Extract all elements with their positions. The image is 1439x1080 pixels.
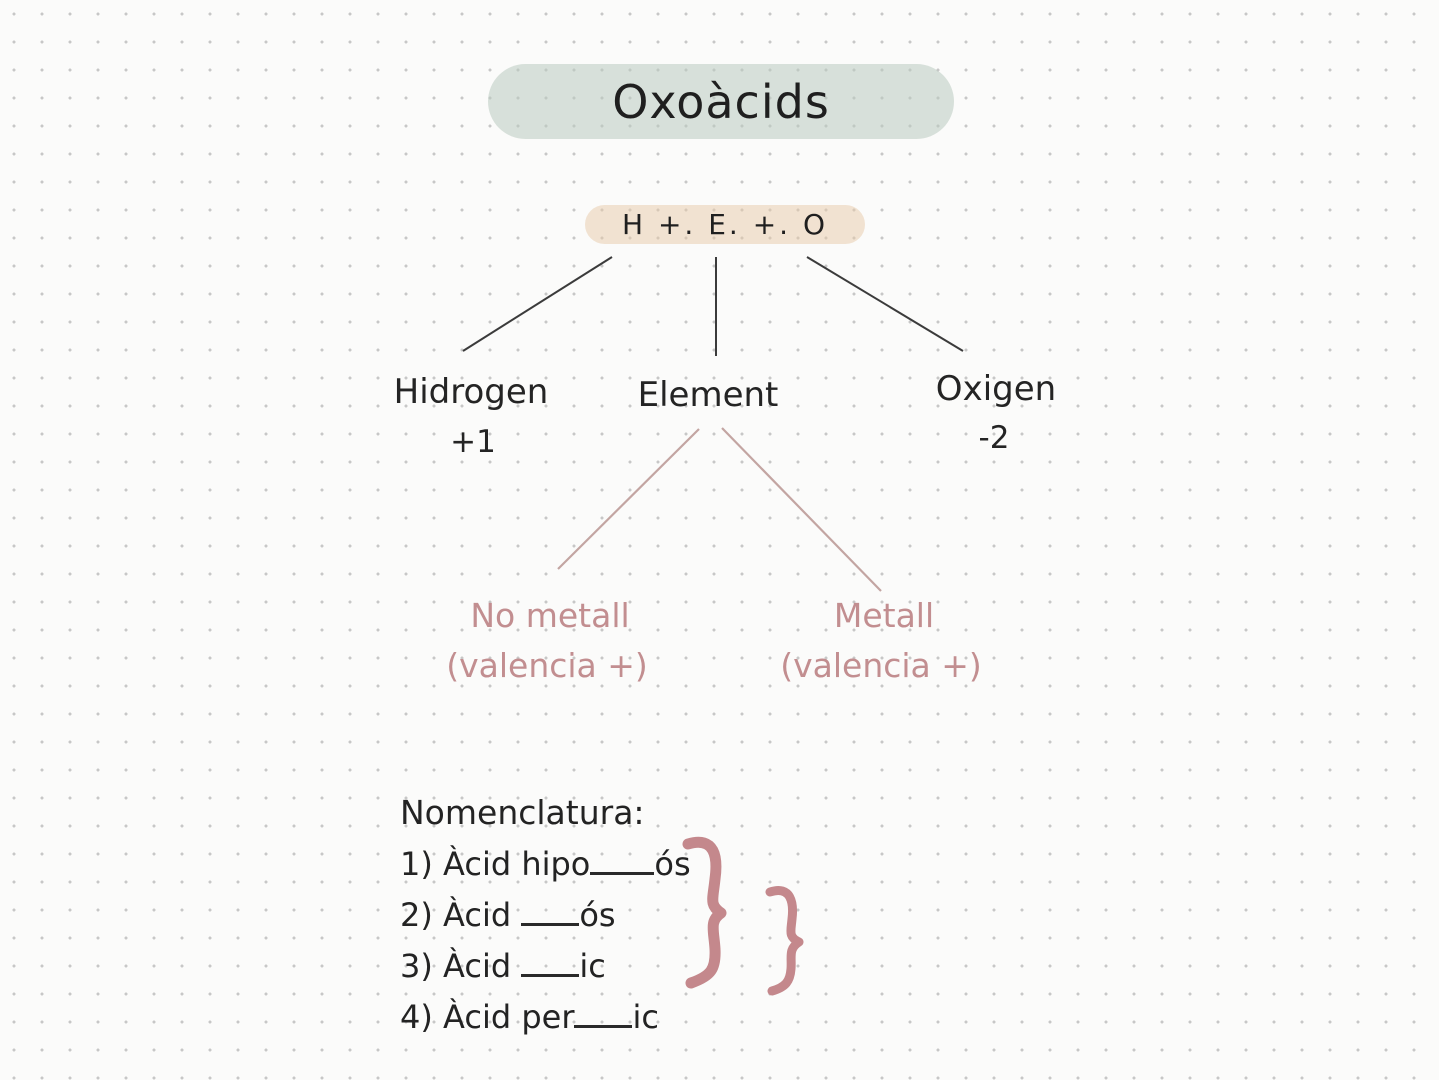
item-suffix: ic — [632, 998, 659, 1036]
page-title: Oxoàcids — [612, 74, 830, 129]
nomenclature-item-2: 2) Àcid ós — [400, 895, 691, 935]
line-to-metal — [721, 427, 882, 592]
nomenclature-heading: Nomenclatura: — [400, 793, 645, 832]
node-hydrogen-charge: +1 — [450, 424, 496, 460]
node-oxygen: Oxigen — [935, 369, 1057, 409]
brace-large-icon — [682, 836, 727, 989]
item-suffix: ós — [654, 845, 691, 883]
node-nonmetal-valence: (valencia +) — [446, 646, 648, 685]
title-pill: Oxoàcids — [488, 64, 954, 139]
item-prefix: 4) Àcid per — [400, 998, 575, 1036]
node-nonmetal: No metall — [470, 596, 630, 635]
nomenclature-item-4: 4) Àcid per ic — [400, 997, 691, 1037]
fill-in-blank — [590, 872, 655, 875]
item-prefix: 1) Àcid hipo — [400, 845, 591, 883]
item-prefix: 2) Àcid — [400, 896, 522, 934]
item-suffix: ic — [579, 947, 606, 985]
fill-in-blank — [574, 1025, 633, 1028]
node-element: Element — [637, 375, 779, 415]
nomenclature-item-1: 1) Àcid hipo ós — [400, 844, 691, 884]
node-metal-valence: (valencia +) — [780, 646, 982, 685]
line-to-hydrogen — [462, 256, 613, 352]
fill-in-blank — [521, 923, 580, 926]
node-oxygen-charge: -2 — [978, 420, 1010, 456]
node-metal: Metall — [833, 596, 935, 635]
formula-text: H +. E. +. O — [621, 208, 828, 241]
brace-small-icon — [765, 886, 804, 996]
item-suffix: ós — [579, 896, 616, 934]
formula-pill: H +. E. +. O — [585, 205, 865, 244]
item-prefix: 3) Àcid — [400, 947, 522, 985]
node-hydrogen: Hidrogen — [393, 372, 549, 412]
line-to-oxygen — [806, 256, 964, 352]
nomenclature-item-3: 3) Àcid ic — [400, 946, 691, 986]
line-to-nonmetal — [557, 428, 700, 570]
fill-in-blank — [521, 974, 580, 977]
